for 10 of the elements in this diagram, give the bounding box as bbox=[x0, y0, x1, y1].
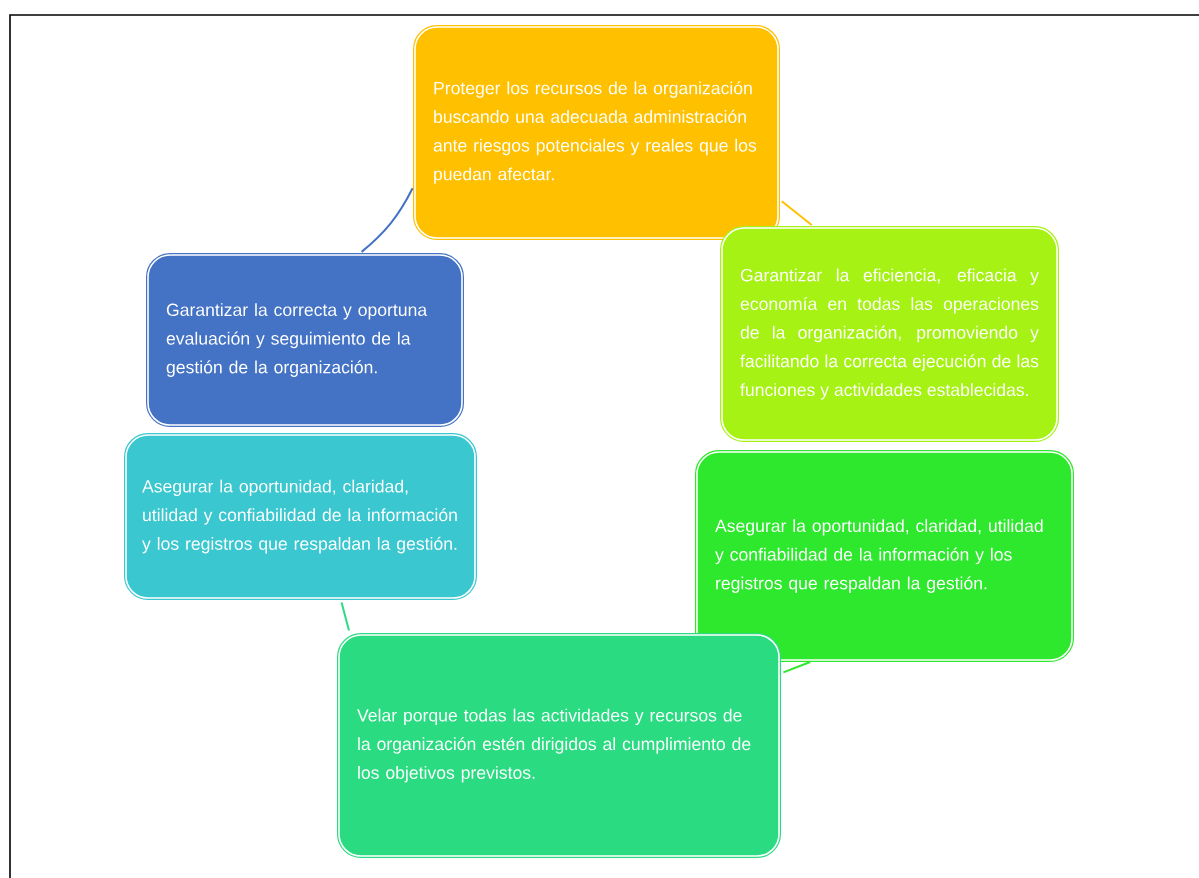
process-box: Garantizar la eficiencia, eficacia y economía en todas las operaciones de la organización, promoviendo y facilitando la correcta ejecución de las funciones y actividades establecidas. bbox=[720, 226, 1059, 442]
process-box: Asegurar la oportunidad, claridad, utilidad y confiabilidad de la información y los registros que respaldan la gestión. bbox=[695, 450, 1074, 662]
connector-line bbox=[782, 661, 812, 674]
process-box: Garantizar la correcta y oportuna evaluación y seguimiento de la gestión de la organización. bbox=[146, 253, 464, 427]
connector-line bbox=[780, 200, 813, 226]
connector-line bbox=[360, 187, 414, 253]
connector-line bbox=[340, 601, 350, 632]
process-box: Asegurar la oportunidad, claridad, utilidad y confiabilidad de la información y los registros que respaldan la gestión. bbox=[124, 433, 477, 600]
process-box: Proteger los recursos de la organización buscando una adecuada administración ante riesgos potenciales y reales que los puedan afectar. bbox=[413, 25, 780, 240]
process-box: Velar porque todas las actividades y recursos de la organización estén dirigidos al cumplimiento de los objetivos previstos. bbox=[337, 633, 781, 858]
